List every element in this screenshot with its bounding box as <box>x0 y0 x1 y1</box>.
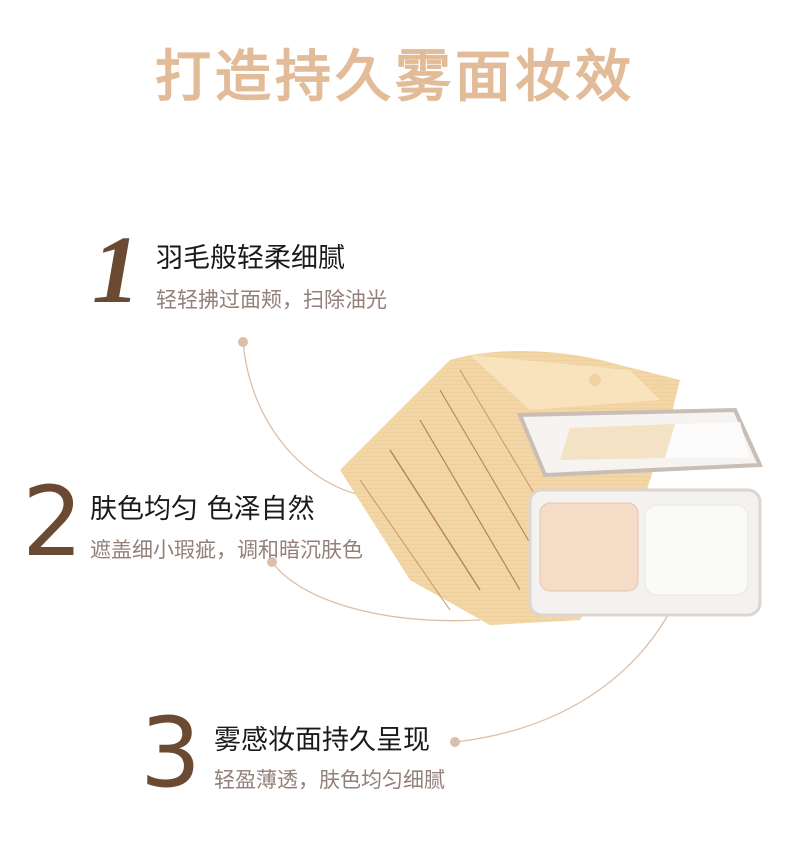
feature-3-number: 3 <box>140 697 202 809</box>
feature-3-subtitle: 轻盈薄透，肤色均匀细腻 <box>214 768 445 792</box>
compact-base <box>528 488 762 617</box>
feature-1-number: 1 <box>92 216 140 323</box>
page-title: 打造持久雾面妆效 <box>155 45 635 110</box>
product-image <box>340 350 764 625</box>
feature-2-number: 2 <box>22 466 84 578</box>
feature-2-title: 肤色均匀 色泽自然 <box>90 494 315 525</box>
feature-1-subtitle: 轻轻拂过面颊，扫除油光 <box>156 288 387 312</box>
feature-3-title: 雾感妆面持久呈现 <box>214 725 430 756</box>
feature-1-title: 羽毛般轻柔细腻 <box>156 243 345 274</box>
compact-lid <box>517 407 764 478</box>
feature-2-subtitle: 遮盖细小瑕疵，调和暗沉肤色 <box>90 538 363 562</box>
